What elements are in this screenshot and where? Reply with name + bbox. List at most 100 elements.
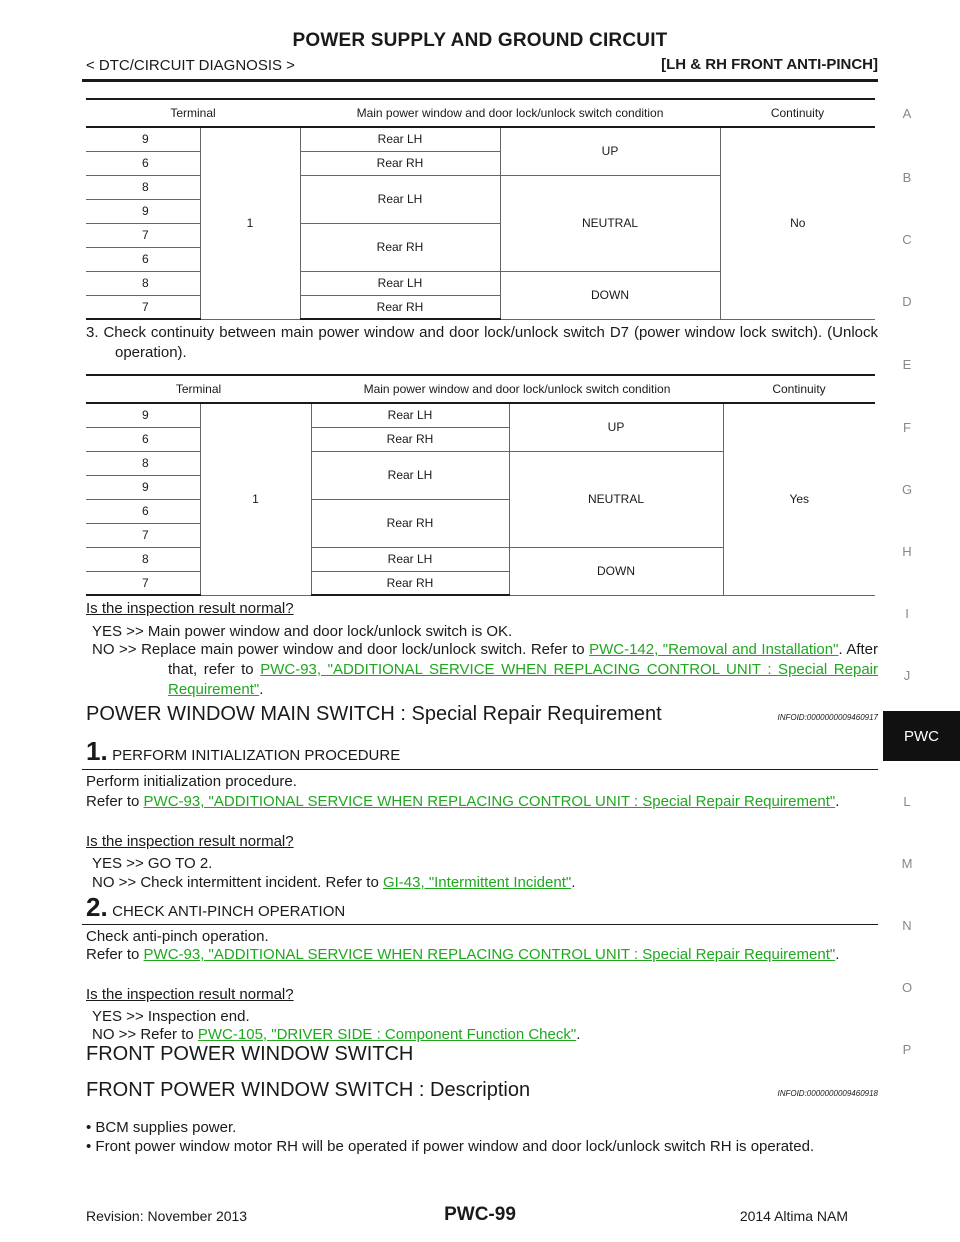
terminal-cell: 9 xyxy=(86,199,200,224)
result-no-text-mid: . After that, refer to xyxy=(168,641,878,678)
side-index-c[interactable]: C xyxy=(902,232,912,247)
revision-label: Revision: November 2013 xyxy=(86,1208,248,1224)
step-1-heading: 1. PERFORM INITIALIZATION PROCEDURE xyxy=(86,736,400,767)
side-index-o[interactable]: O xyxy=(901,980,913,995)
step-rule xyxy=(82,924,878,925)
step-title: CHECK ANTI-PINCH OPERATION xyxy=(112,903,346,920)
condition-cell: UP xyxy=(500,127,721,176)
step-rule xyxy=(82,769,878,770)
table-row: 9 1 Rear LH UP No xyxy=(86,127,875,320)
special-repair-link[interactable]: PWC-93, "ADDITIONAL SERVICE WHEN REPLACI… xyxy=(143,946,836,963)
step-title: PERFORM INITIALIZATION PROCEDURE xyxy=(112,747,401,764)
info-id: INFOID:0000000009460917 xyxy=(777,713,878,722)
switch-cell: Rear LH xyxy=(300,175,501,224)
side-index-pwc-active[interactable]: PWC xyxy=(883,711,960,761)
result-no-text-end: . xyxy=(259,681,264,698)
table-row: 8 Rear LH NEUTRAL xyxy=(86,175,875,272)
side-index-e[interactable]: E xyxy=(902,357,912,372)
refer-text: Refer to xyxy=(86,946,144,963)
side-index-g[interactable]: G xyxy=(901,482,913,497)
side-index-a[interactable]: A xyxy=(902,106,912,121)
bullet-item: • Front power window motor RH will be op… xyxy=(86,1138,815,1155)
terminal-cell: 6 xyxy=(86,427,200,452)
result-yes: YES >> Main power window and door lock/u… xyxy=(92,623,513,640)
common-terminal-cell: 1 xyxy=(199,127,301,320)
table-row: 7 Rear RH xyxy=(86,571,875,596)
continuity-table-lock: Terminal Main power window and door lock… xyxy=(86,98,875,320)
step-2-instruction: Check anti-pinch operation. xyxy=(86,928,269,945)
step-3-instruction: 3. Check continuity between main power w… xyxy=(86,324,878,361)
result-yes: YES >> Inspection end. xyxy=(92,1008,250,1025)
step-2-heading: 2. CHECK ANTI-PINCH OPERATION xyxy=(86,892,345,923)
side-index-l[interactable]: L xyxy=(903,794,911,809)
terminal-cell: 7 xyxy=(86,223,200,248)
side-index-j[interactable]: J xyxy=(903,668,911,683)
table-row: 6 Rear RH xyxy=(86,499,875,548)
side-index-m[interactable]: M xyxy=(901,856,913,871)
side-index-b[interactable]: B xyxy=(902,170,912,185)
continuity-table-unlock: Terminal Main power window and door lock… xyxy=(86,374,875,596)
table-row: 7 Rear RH xyxy=(86,223,875,272)
side-index-h[interactable]: H xyxy=(902,544,912,559)
special-repair-link[interactable]: PWC-93, "ADDITIONAL SERVICE WHEN REPLACI… xyxy=(143,793,836,810)
switch-cell: Rear RH xyxy=(300,151,501,176)
page-number: PWC-99 xyxy=(444,1204,516,1225)
section-heading-front-switch: FRONT POWER WINDOW SWITCH xyxy=(86,1043,414,1065)
step-number: 1. xyxy=(86,736,108,766)
side-index-f[interactable]: F xyxy=(903,420,911,435)
refer-text: Refer to xyxy=(86,793,144,810)
terminal-cell: 9 xyxy=(86,127,200,152)
col-continuity: Continuity xyxy=(723,374,875,404)
step-2-reference: Refer to PWC-93, "ADDITIONAL SERVICE WHE… xyxy=(86,945,878,965)
table-row: 9 1 Rear LH UP Yes xyxy=(86,403,875,596)
inspection-question: Is the inspection result normal? xyxy=(86,986,294,1003)
continuity-cell: Yes xyxy=(723,403,875,596)
result-no-text: NO >> Refer to xyxy=(92,1026,198,1043)
terminal-cell: 8 xyxy=(86,547,200,572)
table-row: 8 Rear LH NEUTRAL xyxy=(86,451,875,548)
result-no-end: . xyxy=(576,1026,581,1043)
refer-end: . xyxy=(835,946,840,963)
side-index-p[interactable]: P xyxy=(902,1042,912,1057)
special-repair-link[interactable]: PWC-93, "ADDITIONAL SERVICE WHEN REPLACI… xyxy=(168,661,878,698)
step-1-instruction: Perform initialization procedure. xyxy=(86,773,297,790)
table-row: 9 xyxy=(86,199,875,224)
table-row: 8 Rear LH DOWN xyxy=(86,271,875,320)
switch-cell: Rear LH xyxy=(311,547,510,572)
scope-label: [LH & RH FRONT ANTI-PINCH] xyxy=(661,56,878,73)
terminal-cell: 7 xyxy=(86,295,200,320)
table-row: 6 Rear RH xyxy=(86,427,875,452)
terminal-cell: 7 xyxy=(86,571,200,596)
terminal-cell: 9 xyxy=(86,475,200,500)
table-row: 7 Rear RH xyxy=(86,295,875,320)
inspection-question: Is the inspection result normal? xyxy=(86,833,294,850)
switch-cell: Rear RH xyxy=(311,427,510,452)
model-label: 2014 Altima NAM xyxy=(739,1208,848,1224)
breadcrumb: < DTC/CIRCUIT DIAGNOSIS > xyxy=(86,57,295,74)
side-index-n[interactable]: N xyxy=(902,918,912,933)
result-no-text: NO >> Check intermittent incident. Refer… xyxy=(92,874,383,891)
terminal-cell: 6 xyxy=(86,499,200,524)
table-row: 9 xyxy=(86,475,875,500)
step-1-reference: Refer to PWC-93, "ADDITIONAL SERVICE WHE… xyxy=(86,792,878,812)
table-row: 6 Rear RH xyxy=(86,151,875,176)
header-rule xyxy=(82,79,878,82)
side-index-d[interactable]: D xyxy=(902,294,912,309)
table-row: 6 xyxy=(86,247,875,272)
table-row: 8 Rear LH DOWN xyxy=(86,547,875,596)
side-index-i[interactable]: I xyxy=(905,606,909,621)
switch-cell: Rear RH xyxy=(311,499,510,548)
col-condition: Main power window and door lock/unlock s… xyxy=(311,374,723,404)
result-yes: YES >> GO TO 2. xyxy=(92,855,213,872)
condition-cell: DOWN xyxy=(500,271,721,320)
intermittent-incident-link[interactable]: GI-43, "Intermittent Incident" xyxy=(382,874,572,891)
condition-cell: NEUTRAL xyxy=(500,175,721,272)
terminal-cell: 8 xyxy=(86,451,200,476)
common-terminal-cell: 1 xyxy=(199,403,312,596)
removal-installation-link[interactable]: PWC-142, "Removal and Installation" xyxy=(589,641,839,658)
terminal-cell: 8 xyxy=(86,271,200,296)
switch-cell: Rear LH xyxy=(311,451,510,500)
section-heading-main-switch: POWER WINDOW MAIN SWITCH : Special Repai… xyxy=(86,703,662,725)
terminal-cell: 9 xyxy=(86,403,200,428)
component-function-check-link[interactable]: PWC-105, "DRIVER SIDE : Component Functi… xyxy=(197,1026,577,1043)
